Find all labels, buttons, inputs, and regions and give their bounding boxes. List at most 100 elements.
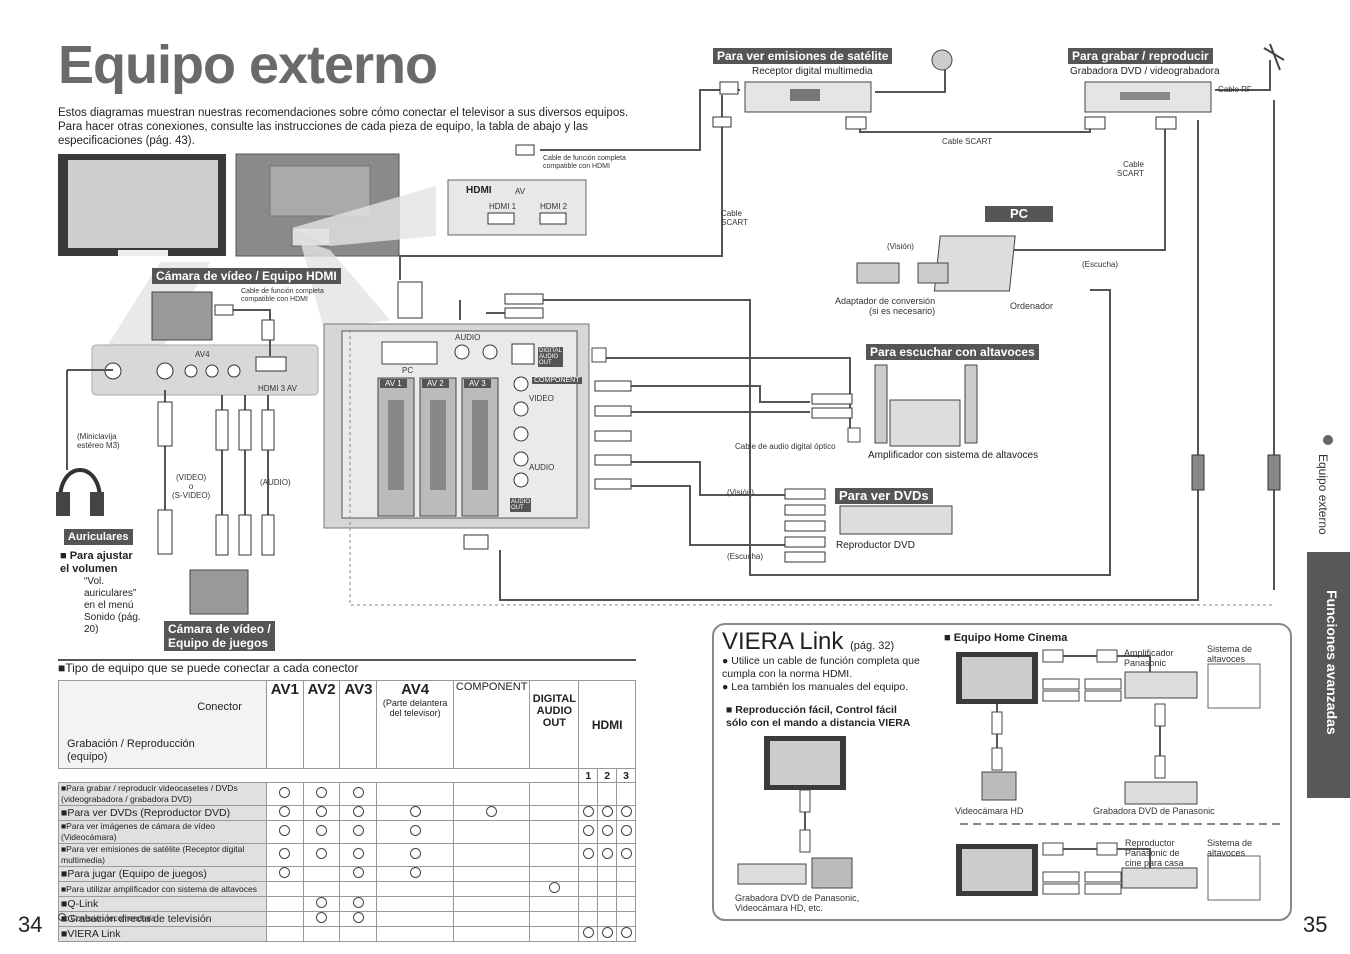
viera-bullets: ● Utilice un cable de función completa q… <box>722 655 944 694</box>
col-hdmi-2: 2 <box>597 768 618 783</box>
recommended-mark <box>582 927 594 938</box>
table-cell <box>376 866 454 882</box>
hc-videocam: Videocámara HD <box>955 806 1024 816</box>
table-cell <box>529 805 580 821</box>
table-row: ■Para grabar / reproducir videocasetes /… <box>58 782 636 806</box>
table-cell <box>578 866 599 882</box>
recommended-mark <box>601 927 613 938</box>
side-topic: Equipo externo <box>1316 454 1330 535</box>
side-section: Funciones avanzadas <box>1324 590 1340 735</box>
row-label: ■Para ver imágenes de cámara de vídeo (V… <box>58 820 267 844</box>
table-cell <box>302 782 341 806</box>
table-cell <box>578 843 599 867</box>
recommended-mark <box>409 825 421 836</box>
col-av2: AV2 <box>302 680 341 769</box>
label-escucha-2: (Escucha) <box>727 552 764 561</box>
table-cell <box>616 843 636 867</box>
col-av3: AV3 <box>339 680 378 769</box>
label-speakers: Para escuchar con altavoces <box>866 344 1039 360</box>
table-cell <box>302 866 341 882</box>
label-cable-scart-right: Cable SCART <box>1117 160 1144 178</box>
table-row: ■VIERA Link <box>58 926 636 942</box>
table-cell <box>265 782 304 806</box>
row-label: ■Grabación directa de televisión <box>58 911 267 927</box>
col-hdmi: HDMI <box>578 680 636 769</box>
label-pc: PC <box>985 206 1053 222</box>
hc-speakers: Sistema de altavoces <box>1207 644 1253 664</box>
table-cell <box>452 782 531 806</box>
label-record-sub: Grabadora DVD / videograbadora <box>1070 66 1220 77</box>
table-cell <box>578 820 599 844</box>
label-camcorder-hdmi: Cámara de vídeo / Equipo HDMI <box>152 268 341 284</box>
recommended-mark <box>620 848 632 859</box>
recommended-mark <box>582 848 594 859</box>
table-cell <box>452 820 531 844</box>
recommended-mark <box>316 806 328 817</box>
table-cell <box>265 926 304 942</box>
hc-dvd-rec: Grabadora DVD de Panasonic <box>1093 806 1215 816</box>
table-cell <box>578 926 599 942</box>
viera-rec-caption: Grabadora DVD de Panasonic, Videocámara … <box>735 893 860 913</box>
recommended-mark <box>352 806 364 817</box>
table-cell <box>265 896 304 912</box>
table-cell <box>529 866 580 882</box>
table-cell <box>616 896 636 912</box>
label-cable-scart-left: Cable SCART <box>721 209 748 227</box>
recommended-mark <box>620 806 632 817</box>
label-hdmi-cable: Cable de función completa compatible con… <box>543 155 626 170</box>
recommended-mark <box>601 825 613 836</box>
intro-text: Estos diagramas muestran nuestras recome… <box>58 107 629 147</box>
port-av3: AV 3 <box>464 379 491 388</box>
label-vision-2: (Visión) <box>727 488 754 497</box>
table-cell <box>529 911 580 927</box>
port-av1: AV 1 <box>380 379 407 388</box>
table-cell <box>339 843 378 867</box>
label-cable-rf: Cable RF <box>1218 85 1252 94</box>
port-video: VIDEO <box>529 394 554 403</box>
panel-hdmi3: HDMI 3 AV <box>258 384 297 393</box>
table-cell <box>616 911 636 927</box>
recommended-mark <box>582 806 594 817</box>
label-escucha: (Escucha) <box>1082 260 1119 269</box>
recommended-mark <box>601 806 613 817</box>
port-audio-out: AUDIO OUT <box>510 498 532 512</box>
recommended-mark <box>620 927 632 938</box>
table-cell <box>265 820 304 844</box>
table-cell <box>529 782 580 806</box>
hdmi-port-1: HDMI 1 <box>489 202 517 211</box>
table-cell <box>616 881 636 897</box>
recommended-mark <box>316 897 328 908</box>
table-cell <box>578 896 599 912</box>
recommended-mark <box>582 825 594 836</box>
table-cell <box>339 881 378 897</box>
table-cell <box>529 881 580 897</box>
viera-title: VIERA Link (pág. 32) <box>722 628 895 655</box>
table-cell <box>452 911 531 927</box>
row-label: ■VIERA Link <box>58 926 267 942</box>
table-cell <box>302 926 341 942</box>
table-cell <box>265 866 304 882</box>
col-av4: AV4 (Parte delantera del televisor) <box>376 680 454 769</box>
recommended-mark <box>548 882 560 893</box>
table-cell <box>452 866 531 882</box>
recommended-mark <box>620 825 632 836</box>
recommended-mark <box>601 848 613 859</box>
label-video-svideo: (VIDEO) o (S-VIDEO) <box>172 473 211 500</box>
table-cell <box>529 926 580 942</box>
vol-text: “Vol. auriculares” en el menú Sonido (pá… <box>84 576 141 635</box>
table-cell <box>616 782 636 806</box>
recommended-mark <box>409 867 421 878</box>
table-cell <box>376 820 454 844</box>
port-av2: AV 2 <box>422 379 449 388</box>
row-label: ■Para ver DVDs (Reproductor DVD) <box>58 805 267 821</box>
table-cell <box>597 866 618 882</box>
table-corner: Conector Grabación / Reproducción (equip… <box>58 680 267 769</box>
port-component: COMPONENT <box>532 377 582 384</box>
row-label: ■Para jugar (Equipo de juegos) <box>58 866 267 882</box>
table-cell <box>302 820 341 844</box>
row-label: ■Para utilizar amplificador con sistema … <box>58 881 267 897</box>
table-cell <box>616 820 636 844</box>
table-cell <box>339 820 378 844</box>
table-cell <box>376 881 454 897</box>
recommended-mark <box>409 848 421 859</box>
